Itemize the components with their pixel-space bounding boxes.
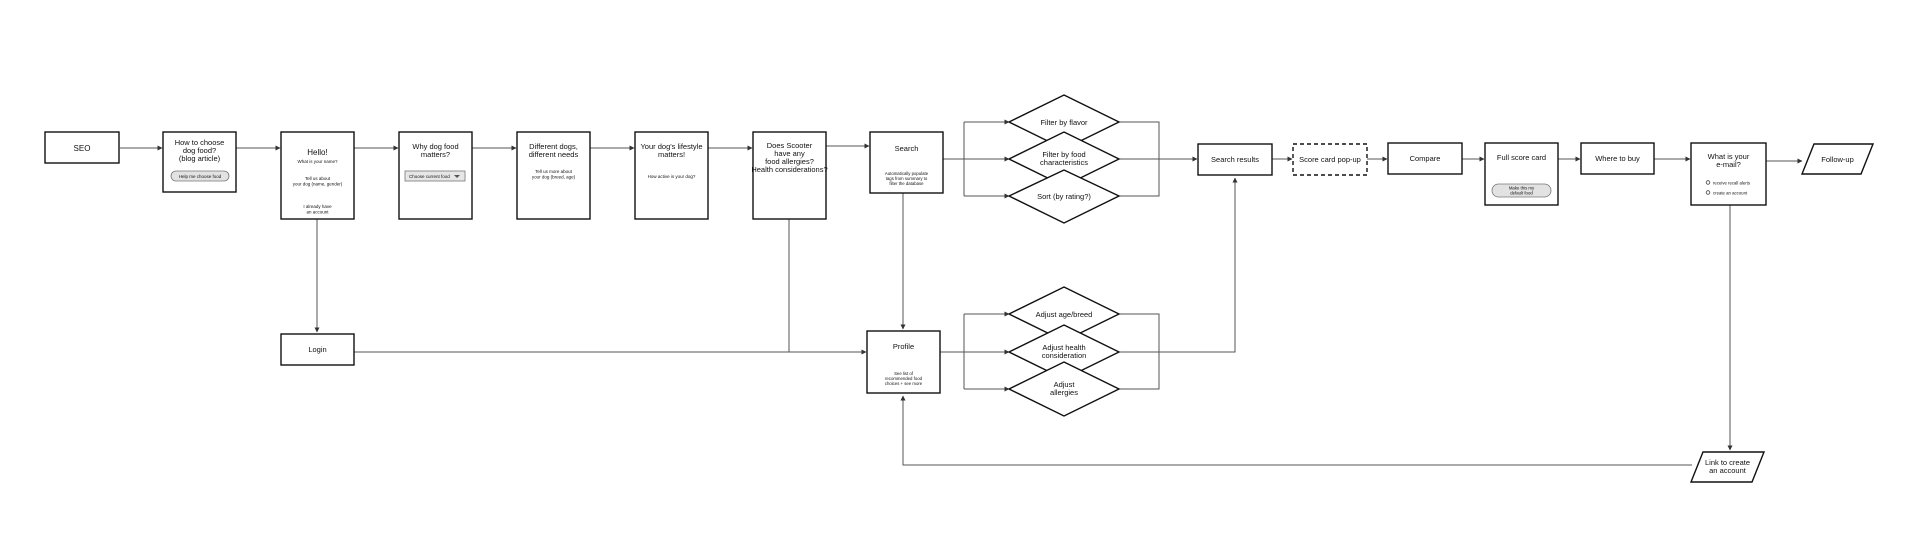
node-full-score: Full score card Make this my default foo… [1484, 142, 1559, 206]
node-title-line: Different dogs, [529, 142, 578, 151]
node-score-popup: Score card pop-up [1292, 143, 1368, 176]
node-different-dogs: Different dogs, different needs Tell us … [516, 131, 591, 220]
node-text-line: tags from summary to [886, 176, 928, 181]
node-title: Compare [1410, 154, 1441, 163]
make-default-food-label: default food [1510, 191, 1533, 196]
node-title-line: an account [1709, 466, 1747, 475]
node-title-line: How to choose [175, 138, 225, 147]
node-adjust-allergies: Adjust allergies [1007, 361, 1121, 417]
node-search: Search Automatically populate tags from … [869, 131, 944, 194]
node-why-food: Why dog food matters? Choose current foo… [398, 131, 473, 220]
node-title: Search [895, 144, 919, 153]
node-title: Full score card [1497, 153, 1546, 162]
node-title-line: characteristics [1040, 158, 1088, 167]
make-default-food-button[interactable] [1491, 183, 1552, 198]
node-title-line: dog food? [183, 146, 216, 155]
chevron-down-icon [454, 175, 460, 178]
connectors [120, 119, 1803, 466]
node-title: Hello! [307, 148, 327, 157]
node-title: Profile [893, 342, 914, 351]
node-how-to-choose: How to choose dog food? (blog article) H… [162, 131, 237, 193]
node-text-line: Tell us more about [535, 169, 573, 174]
node-title: Adjust age/breed [1036, 310, 1093, 319]
help-choose-button-label: Help me choose food [179, 174, 222, 179]
node-search-results: Search results [1197, 143, 1273, 176]
edge-link-profile [900, 395, 1692, 466]
node-title-line: (blog article) [179, 154, 221, 163]
edge-adjust-results [1118, 177, 1238, 353]
node-title-line: What is your [1708, 152, 1750, 161]
node-text-line: your dog (name, gender) [293, 182, 343, 187]
node-title: Follow-up [1821, 155, 1854, 164]
already-account-link[interactable]: I already have [303, 204, 332, 209]
node-text-line: your dog (breed, age) [532, 175, 576, 180]
node-follow-up: Follow-up [1800, 143, 1875, 175]
node-title: Sort (by rating?) [1037, 192, 1091, 201]
node-title-line: food allergies? [765, 157, 814, 166]
node-hello: Hello! What is your name? Tell us about … [280, 131, 355, 220]
node-title-line: Link to create [1705, 458, 1750, 467]
node-seo: SEO [44, 131, 120, 164]
node-email: What is your e-mail? receive recall aler… [1690, 142, 1767, 206]
node-title-line: Why dog food [412, 142, 458, 151]
node-text-line: recommended food [885, 376, 923, 381]
node-allergies: Does Scooter have any food allergies? He… [751, 131, 828, 220]
node-title-line: matters! [658, 150, 685, 159]
node-title: Score card pop-up [1299, 155, 1361, 164]
node-title: Filter by flavor [1040, 118, 1088, 127]
node-title-line: Adjust health [1042, 343, 1085, 352]
node-compare: Compare [1387, 142, 1463, 175]
node-lifestyle: Your dog's lifestyle matters! How active… [634, 131, 709, 220]
node-adjust-health: Adjust health consideration [1007, 324, 1121, 380]
node-title-line: allergies [1050, 388, 1078, 397]
node-title-line: Filter by food [1042, 150, 1085, 159]
node-login: Login [280, 333, 355, 366]
current-food-select-label: Choose current food [409, 174, 450, 179]
node-link-create: Link to create an account [1689, 451, 1766, 483]
node-title: Search results [1211, 155, 1259, 164]
node-title-line: matters? [421, 150, 450, 159]
node-text-line: What is your name? [297, 159, 338, 164]
node-text-line: How active is your dog? [648, 174, 696, 179]
node-text-line: Automatically populate [885, 171, 929, 176]
node-title-line: Health considerations? [751, 165, 827, 174]
node-text-line: filter the database [889, 181, 924, 186]
node-title-line: consideration [1042, 351, 1087, 360]
help-choose-button[interactable] [170, 170, 230, 182]
node-title: Where to buy [1595, 154, 1640, 163]
create-account-checkbox[interactable] [1705, 190, 1711, 195]
node-title-line: have any [774, 149, 805, 158]
node-title-line: different needs [529, 150, 579, 159]
node-title-line: Adjust [1054, 380, 1076, 389]
node-text-line: See list of [894, 371, 914, 376]
node-text-line: choices + see more [885, 381, 923, 386]
make-default-food-label: Make this my [1509, 186, 1535, 191]
node-where-to-buy: Where to buy [1580, 142, 1655, 175]
node-sort-rating: Sort (by rating?) [1007, 169, 1121, 224]
node-profile: Profile See list of recommended food cho… [866, 330, 941, 394]
node-text-line: Tell us about [305, 176, 331, 181]
node-title-line: Your dog's lifestyle [640, 142, 702, 151]
option-label: receive recall alerts [1713, 181, 1750, 186]
current-food-select[interactable] [404, 170, 466, 182]
node-title-line: e-mail? [1716, 160, 1741, 169]
node-title: SEO [74, 144, 91, 153]
option-label: create an account [1713, 191, 1748, 196]
already-account-link[interactable]: an account [306, 210, 329, 215]
node-title: Login [308, 345, 326, 354]
node-title-line: Does Scooter [767, 141, 813, 150]
recall-alerts-checkbox[interactable] [1705, 180, 1711, 185]
